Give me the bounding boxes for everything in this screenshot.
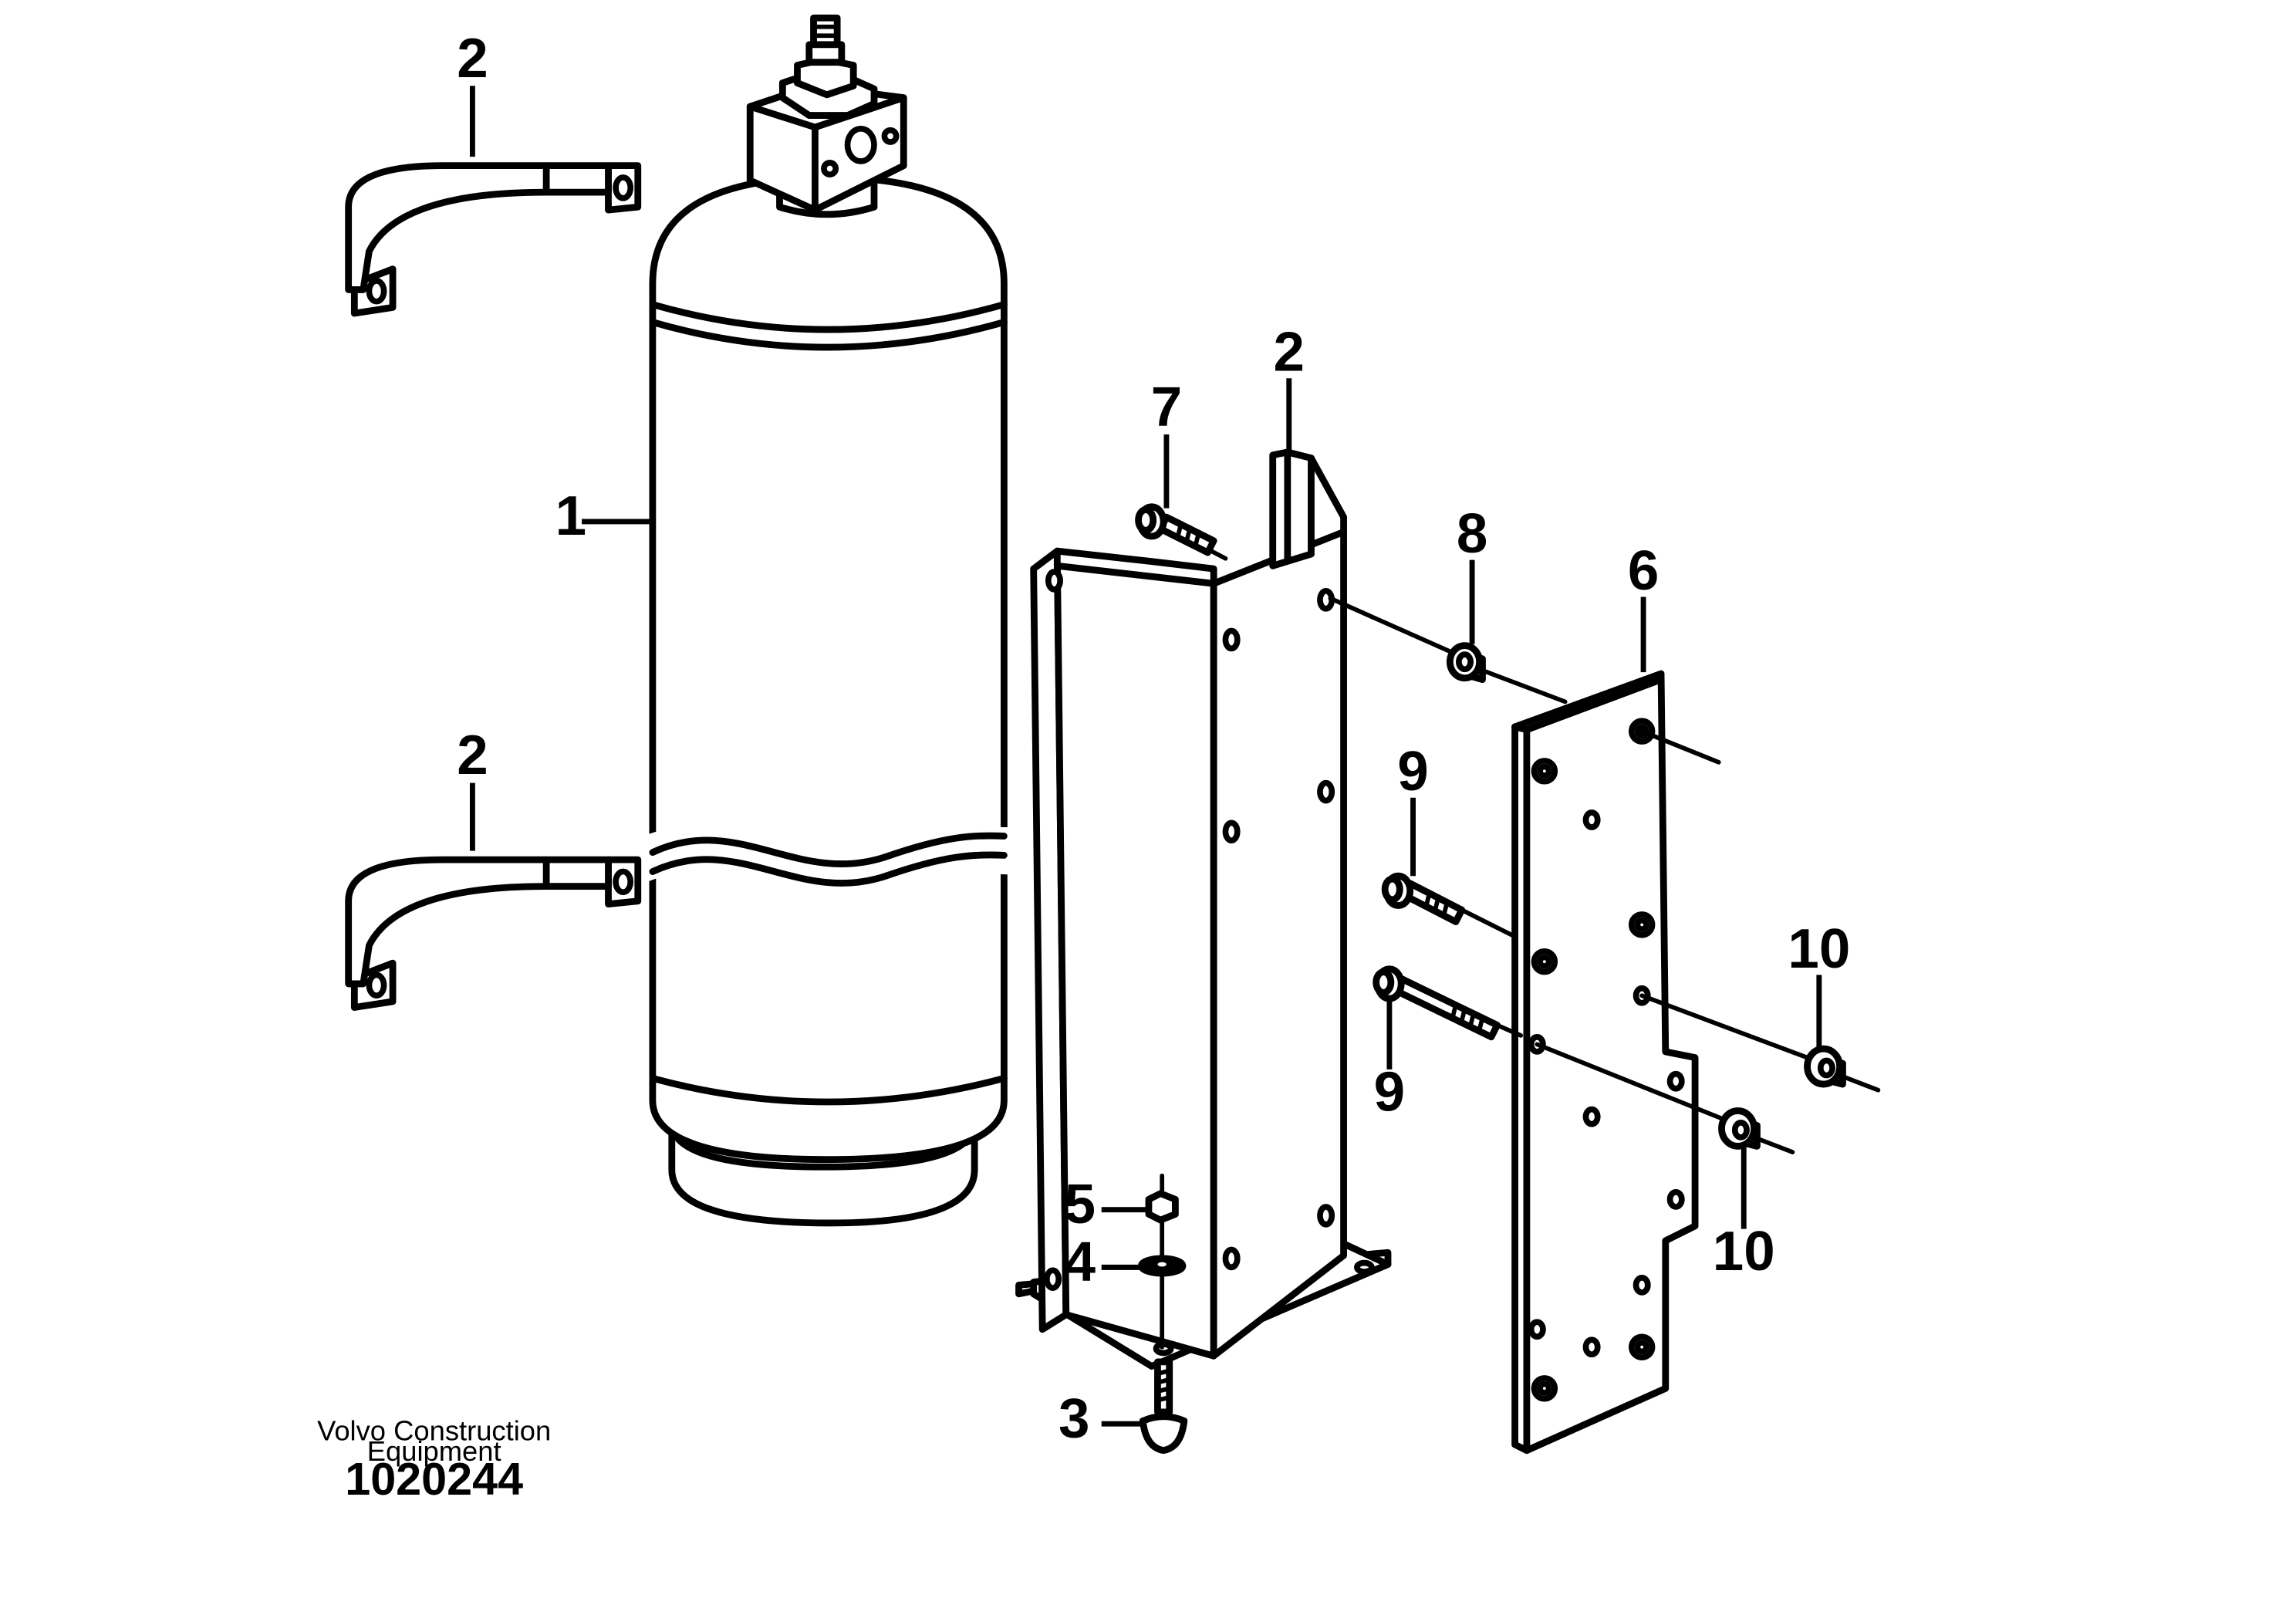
callout-2-bracket: 2 <box>1274 321 1305 384</box>
strap-clamp-upper <box>345 162 642 317</box>
bolt-9-lower <box>1373 965 1501 1041</box>
mounting-bracket <box>1015 448 1392 1370</box>
bolt-9-upper <box>1381 872 1466 925</box>
callout-3: 3 <box>1059 1387 1089 1449</box>
bolt-3 <box>1139 1358 1188 1455</box>
callout-5: 5 <box>1065 1173 1096 1235</box>
callout-10-lower: 10 <box>1713 1220 1775 1282</box>
spacer-8 <box>1446 642 1486 684</box>
footer-caption: Volvo Construction Equipment 1020244 <box>317 1414 551 1505</box>
brand-line-1: Volvo Construction <box>317 1414 551 1446</box>
callout-2-upper-strap: 2 <box>457 27 488 90</box>
callout-7: 7 <box>1151 375 1182 438</box>
callout-4: 4 <box>1065 1231 1096 1293</box>
spacer-10-lower <box>1718 1107 1761 1150</box>
callout-2-lower-strap: 2 <box>457 724 488 786</box>
document-number: 1020244 <box>345 1453 523 1505</box>
mounting-plate <box>1511 670 1699 1455</box>
gas-cylinder <box>643 14 1013 1227</box>
assembly-lines <box>1160 596 1881 1350</box>
plate-nuts <box>1531 718 1656 1402</box>
callout-leaders <box>469 86 1822 1427</box>
spacer-10-right <box>1804 1045 1846 1088</box>
callout-1: 1 <box>555 485 586 547</box>
callout-9-lower: 9 <box>1374 1061 1405 1124</box>
strap-clamp-lower <box>345 856 642 1011</box>
callout-6: 6 <box>1628 539 1659 602</box>
brand-line-2: Equipment <box>367 1435 501 1467</box>
nut-5 <box>1145 1173 1179 1224</box>
callout-9-upper: 9 <box>1397 740 1428 803</box>
callout-labels: 1 2 2 2 3 4 5 6 7 8 9 9 10 10 <box>457 27 1850 1450</box>
bolt-7 <box>1135 503 1228 561</box>
callout-10-upper: 10 <box>1788 917 1850 980</box>
callout-8: 8 <box>1457 502 1487 565</box>
